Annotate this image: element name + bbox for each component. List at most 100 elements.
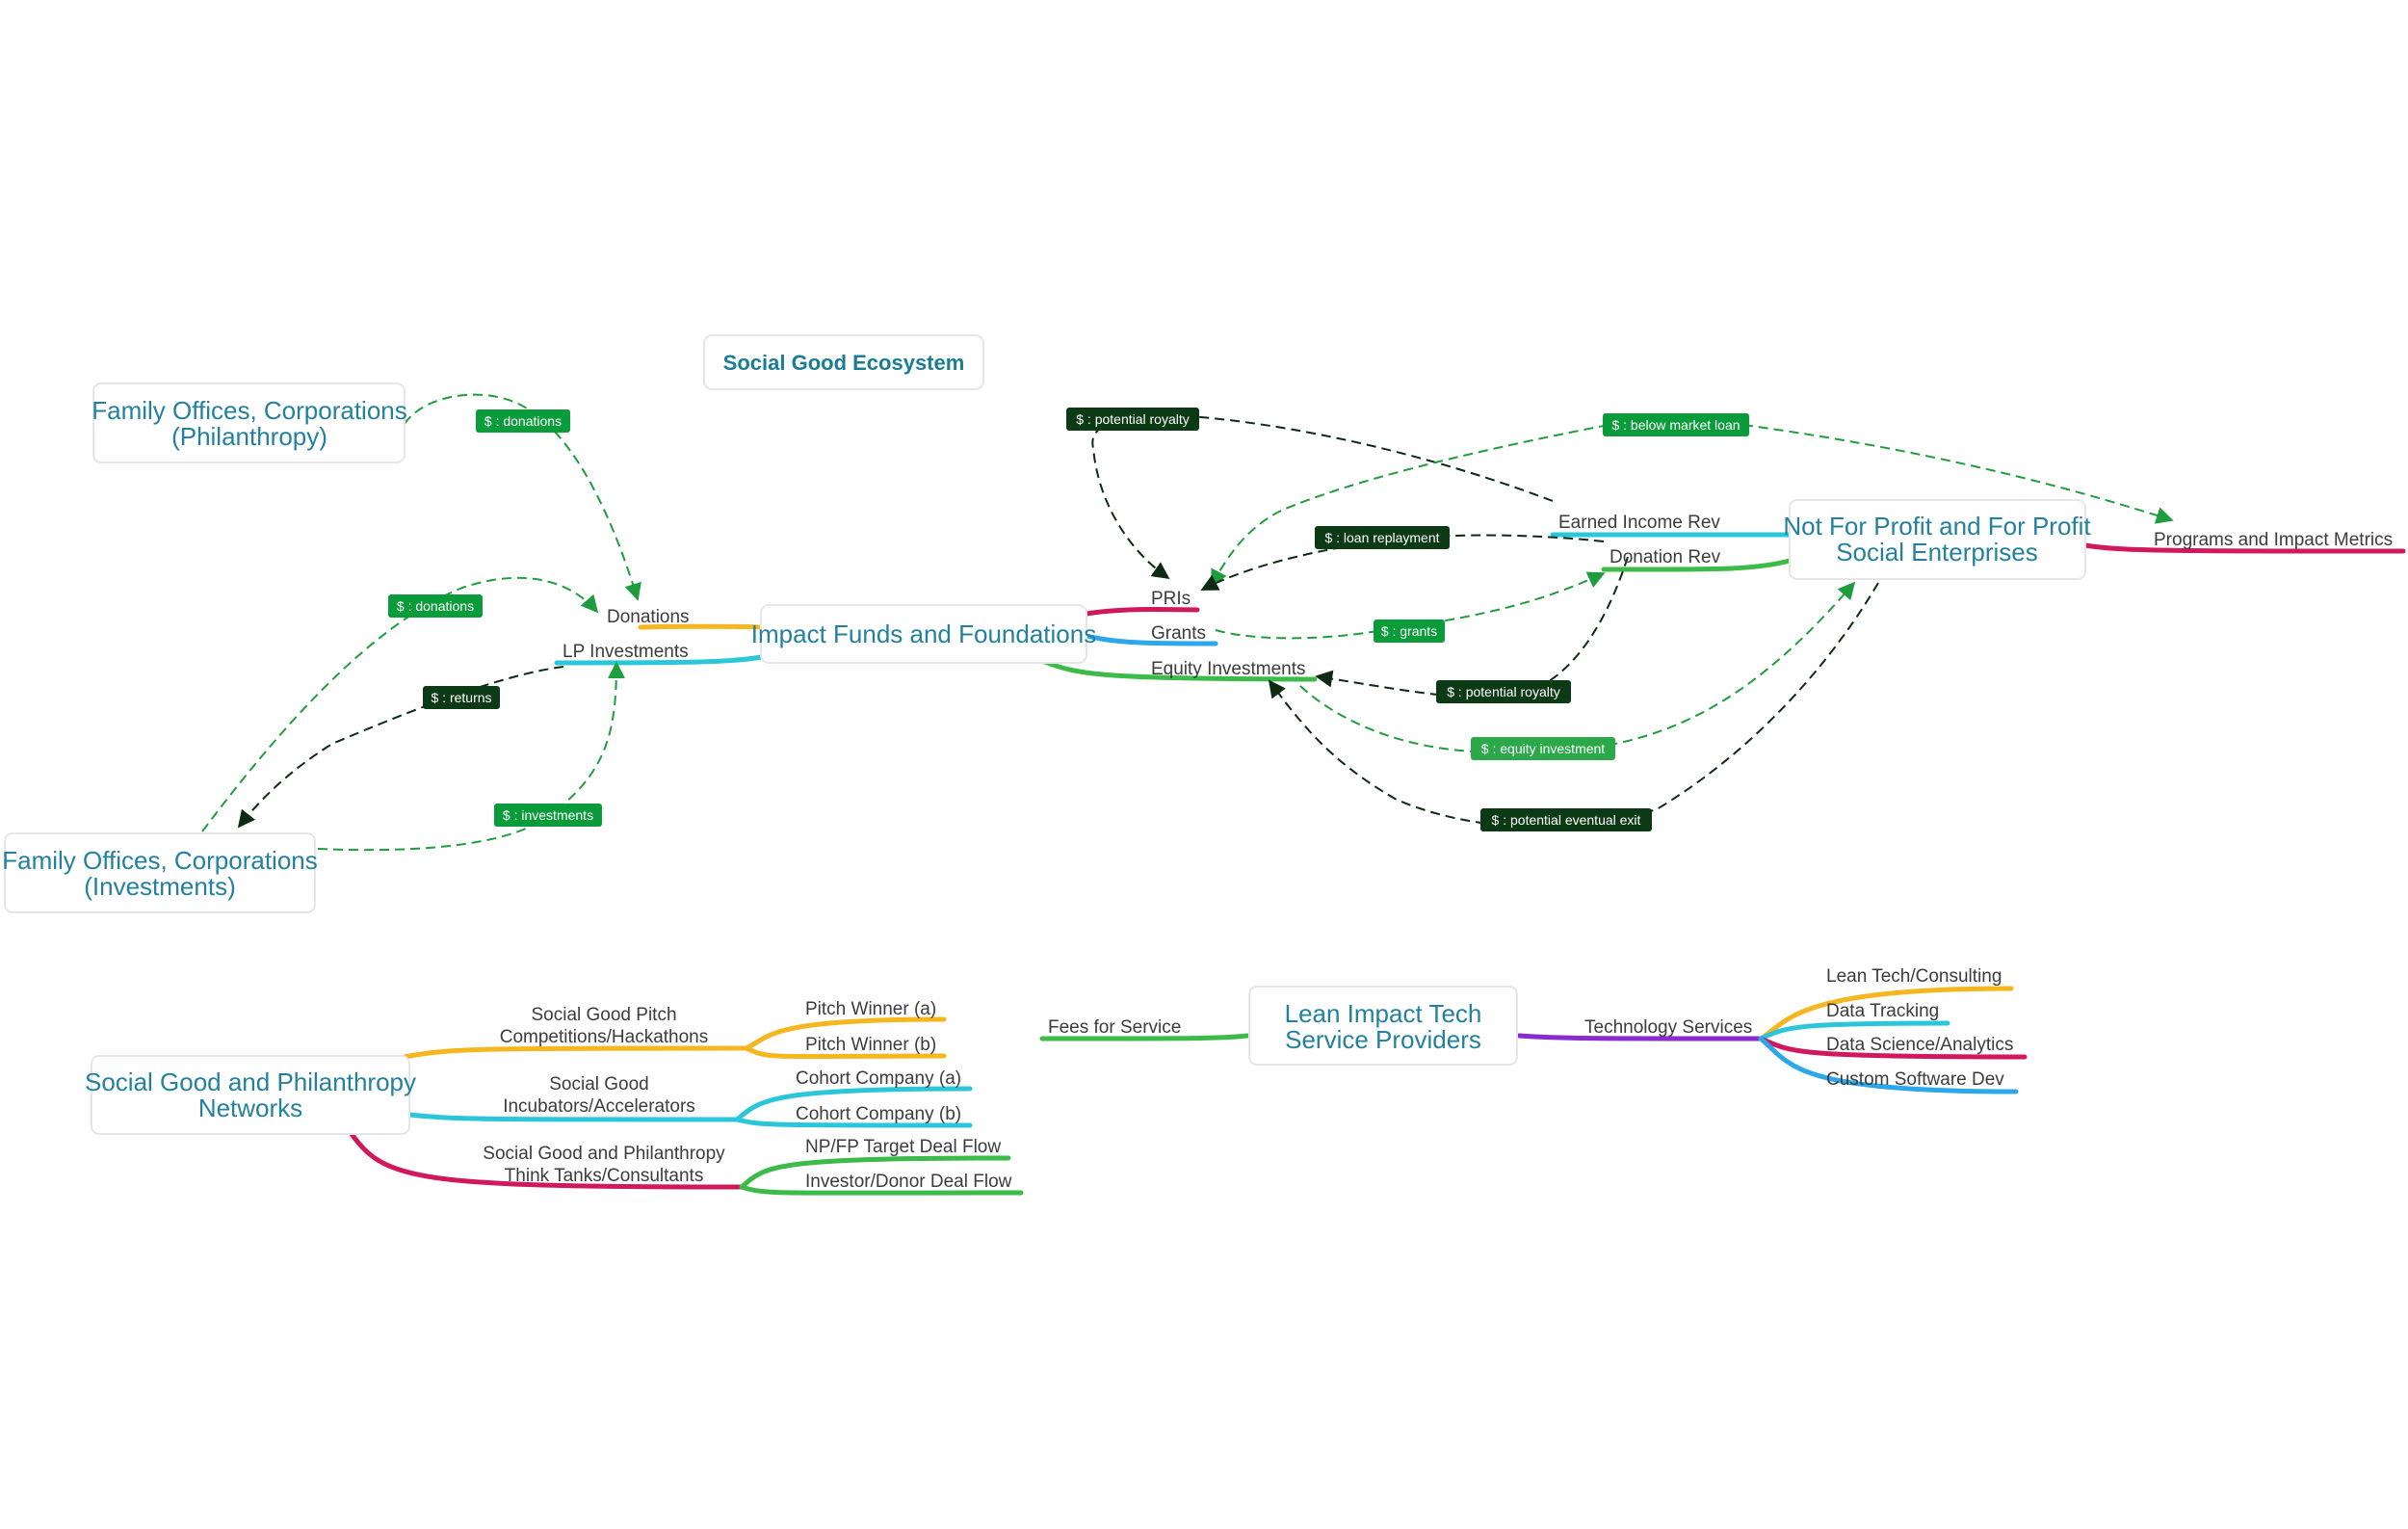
edge-donations-investments [201,576,599,832]
node-label: Not For Profit and For Profit [1783,512,2091,540]
edge-below-market-loan-left [1211,424,1610,588]
node-label: Service Providers [1285,1025,1481,1054]
relationship-label-text: $ : grants [1381,623,1437,639]
branch-programs [2082,542,2406,554]
relationship-label-below-market-loan[interactable]: $ : below market loan [1603,413,1749,436]
relationship-label-returns[interactable]: $ : returns [423,686,500,709]
branch-lean-consulting [1758,986,2014,1041]
branch-pitch [402,1045,749,1060]
topic-custom-dev[interactable]: Custom Software Dev [1826,1069,2004,1090]
topic-pitch-line2: Competitions/Hackathons [500,1027,709,1047]
topic-investor-flow[interactable]: Investor/Donor Deal Flow [805,1172,1012,1192]
relationship-label-text: $ : equity investment [1481,741,1606,756]
topic-donation-rev[interactable]: Donation Rev [1610,547,1721,567]
branch-custom-dev [1758,1036,2019,1094]
topic-cohort-a[interactable]: Cohort Company (a) [796,1068,961,1089]
edge-returns [237,666,564,829]
branch-donations [638,623,764,630]
relationship-label-text: $ : potential royalty [1076,411,1190,427]
edge-donations-philanthropy [404,393,641,601]
topic-pitch-a[interactable]: Pitch Winner (a) [805,999,936,1019]
relationship-label-potential-royalty-1[interactable]: $ : potential royalty [1066,408,1199,431]
edge-investments [317,661,625,852]
branch-lp-investments [554,654,764,666]
topic-npfp-flow[interactable]: NP/FP Target Deal Flow [805,1137,1001,1157]
topic-tech-services[interactable]: Technology Services [1584,1017,1752,1038]
relationship-label-donations-1[interactable]: $ : donations [476,409,570,433]
node-label: Networks [198,1094,302,1122]
branch-tech-services [1516,1033,1764,1041]
node-lean-impact[interactable]: Lean Impact Tech Service Providers [1248,986,1518,1066]
map-title-text: Social Good Ecosystem [723,351,965,375]
relationship-label-text: $ : potential eventual exit [1492,812,1641,828]
node-social-enterprises[interactable]: Not For Profit and For Profit Social Ent… [1783,499,2091,580]
topic-equity-investments[interactable]: Equity Investments [1151,659,1306,679]
relationship-label-text: $ : investments [503,807,593,823]
map-title[interactable]: Social Good Ecosystem [703,334,984,390]
node-networks[interactable]: Social Good and Philanthropy Networks [85,1055,416,1135]
topic-data-science[interactable]: Data Science/Analytics [1826,1035,2013,1055]
branch-fees [1039,1033,1250,1041]
relationship-label-text: $ : potential royalty [1447,684,1560,699]
edge-below-market-loan-right [1742,424,2174,524]
topic-lp-investments[interactable]: LP Investments [563,642,689,662]
relationship-label-grants[interactable]: $ : grants [1374,620,1445,643]
relationship-label-equity-investment[interactable]: $ : equity investment [1471,737,1615,760]
edge-equity-investment [1299,581,1856,754]
topic-data-tracking[interactable]: Data Tracking [1826,1001,1939,1021]
topic-pitch-b[interactable]: Pitch Winner (b) [805,1035,936,1055]
node-label: Family Offices, Corporations [2,846,318,875]
branch-donation-rev [1601,558,1793,572]
relationship-label-text: $ : below market loan [1611,417,1740,433]
branch-grants [1084,633,1218,646]
topic-pitch[interactable]: Social Good Pitch [531,1005,676,1025]
topic-donations[interactable]: Donations [607,607,690,627]
branch-data-science [1758,1036,2028,1060]
node-philanthropy[interactable]: Family Offices, Corporations (Philanthro… [92,382,407,463]
relationship-label-loan-repayment[interactable]: $ : loan replayment [1315,526,1450,549]
node-label: Family Offices, Corporations [92,396,407,425]
relationship-label-potential-exit[interactable]: $ : potential eventual exit [1480,808,1652,831]
branch-incubators [406,1112,740,1122]
topic-incubators-line2: Incubators/Accelerators [503,1096,695,1117]
topic-grants[interactable]: Grants [1151,623,1206,644]
node-label: (Philanthropy) [171,422,327,451]
branch-pris [1084,606,1200,617]
topic-programs-metrics[interactable]: Programs and Impact Metrics [2154,530,2393,550]
topic-pris[interactable]: PRIs [1151,589,1191,609]
branch-cohort-a [734,1086,973,1122]
edge-potential-royalty-2 [1315,556,1629,699]
topic-cohort-b[interactable]: Cohort Company (b) [796,1104,961,1124]
relationship-label-potential-royalty-2[interactable]: $ : potential royalty [1436,680,1571,703]
relationship-label-donations-2[interactable]: $ : donations [388,594,483,618]
topic-lean-consulting[interactable]: Lean Tech/Consulting [1826,966,2002,987]
branch-think-tanks [349,1131,745,1190]
relationship-label-text: $ : donations [484,413,562,429]
topic-think-tanks-line2: Think Tanks/Consultants [505,1166,704,1186]
branch-data-tracking [1758,1020,1950,1041]
node-investments[interactable]: Family Offices, Corporations (Investment… [2,832,318,913]
branch-lines [349,532,2406,1196]
relationship-label-text: $ : donations [397,598,474,614]
branch-pitch-a [744,1016,947,1051]
edge-potential-royalty-1 [1091,414,1554,580]
node-label: Social Enterprises [1836,538,2038,567]
node-impact-funds[interactable]: Impact Funds and Foundations [751,604,1096,664]
branch-cohort-b [734,1117,973,1128]
branch-equity [1037,657,1318,682]
node-label: Impact Funds and Foundations [751,620,1096,648]
topic-incubators[interactable]: Social Good [549,1074,649,1094]
branch-pitch-b [744,1045,947,1060]
topic-earned-income-rev[interactable]: Earned Income Rev [1558,513,1720,533]
topic-fees[interactable]: Fees for Service [1048,1017,1181,1038]
node-label: (Investments) [84,872,236,901]
relationship-edges [201,393,2174,852]
relationship-label-investments[interactable]: $ : investments [494,804,602,827]
edge-potential-exit [1268,582,1879,829]
topic-think-tanks[interactable]: Social Good and Philanthropy [483,1144,725,1164]
node-label: Social Good and Philanthropy [85,1068,416,1096]
relationship-label-text: $ : returns [431,690,491,705]
branch-npfp [739,1155,1011,1190]
relationship-label-text: $ : loan replayment [1324,530,1439,545]
